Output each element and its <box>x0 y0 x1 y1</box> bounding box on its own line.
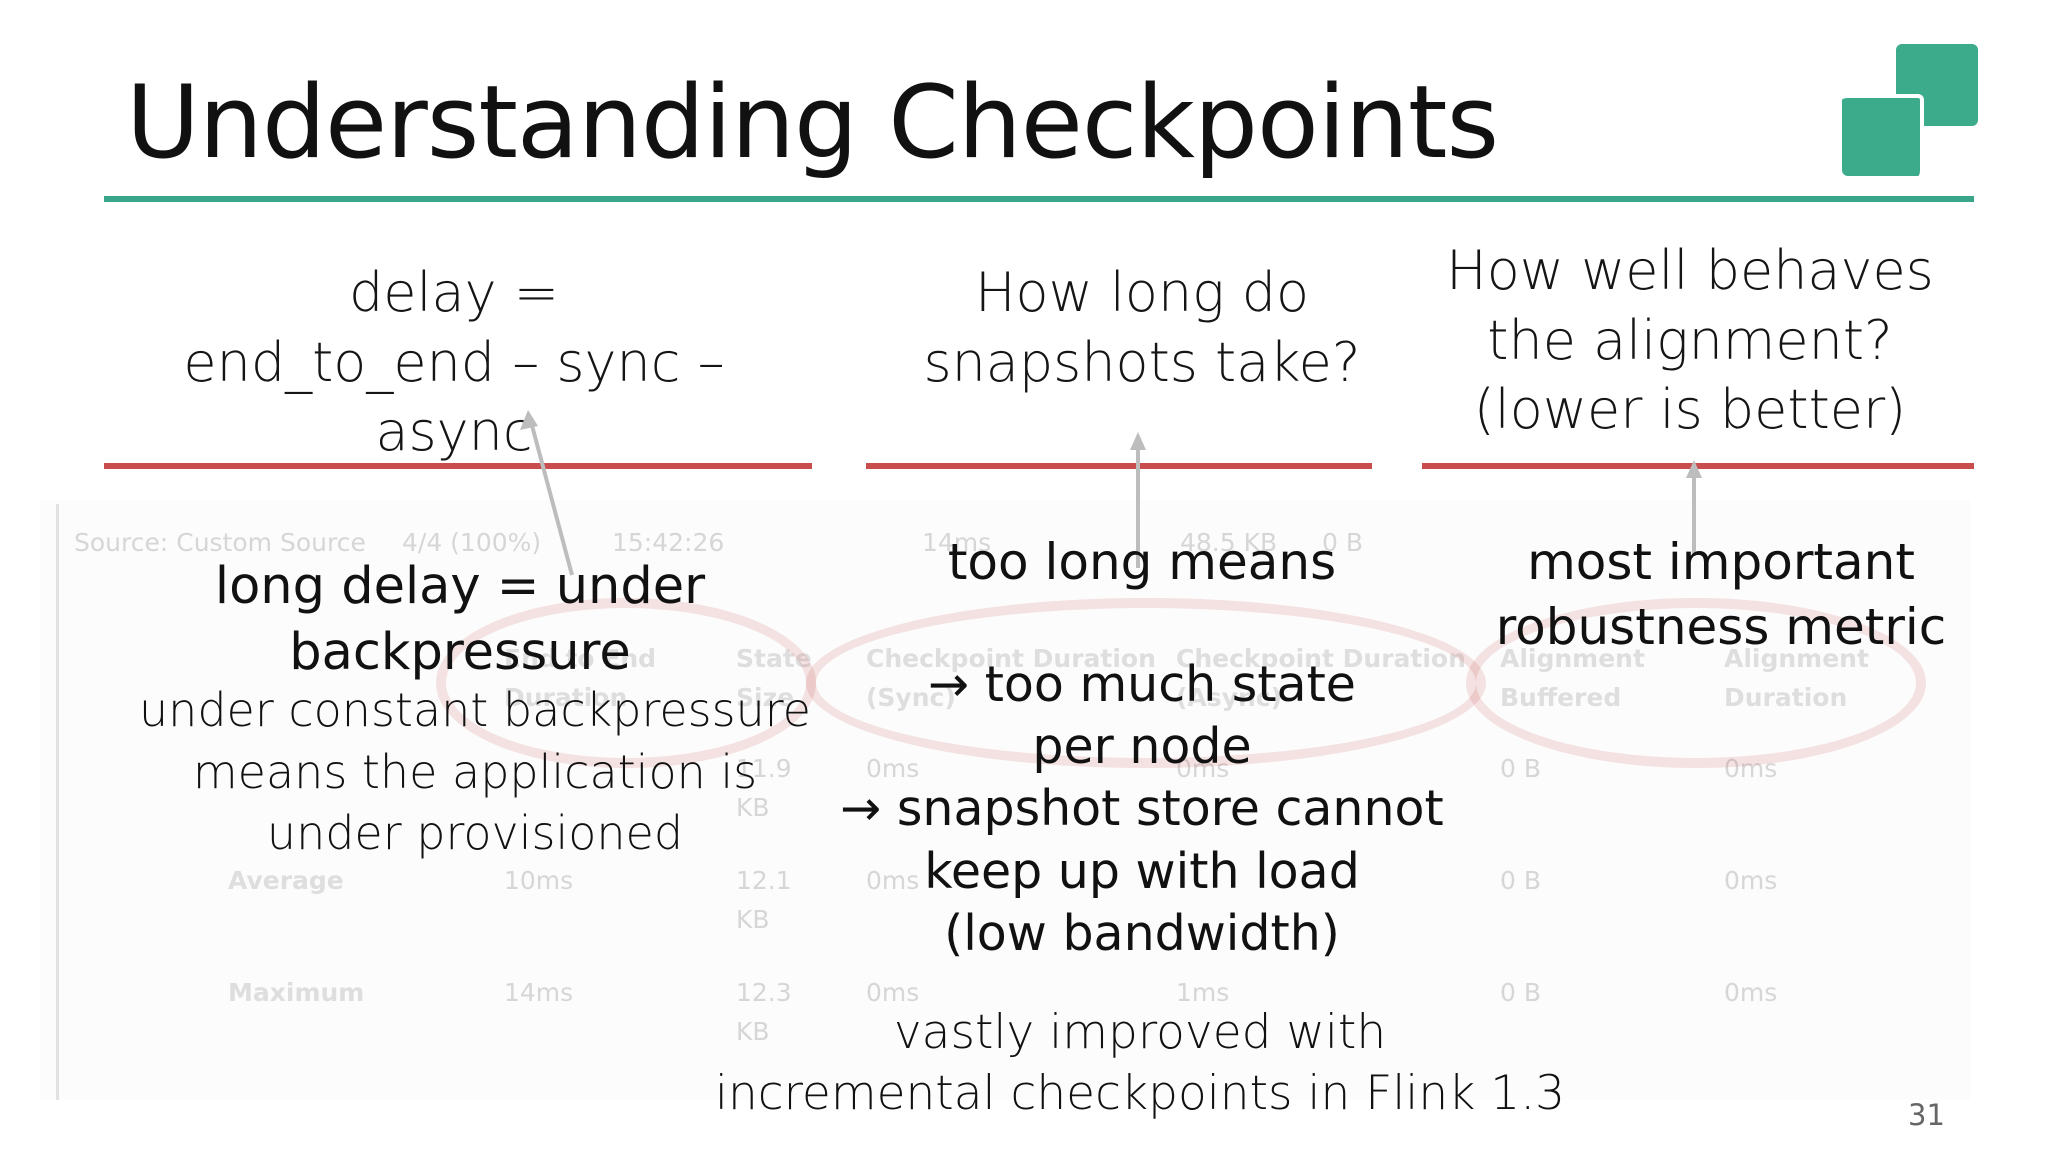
header-alignment-question: How well behaves the alignment? (lower i… <box>1446 239 1934 442</box>
section-rule-alignment <box>1422 463 1974 469</box>
table-cell-buffered: 0 B <box>1322 528 1364 557</box>
table-left-border <box>56 504 59 1100</box>
table-cell-size: 48.5 KB <box>1180 528 1278 557</box>
table-cell-avg-state: 12.1 KB <box>736 866 792 934</box>
header-snapshot-duration: How long do snapshots take? <box>923 261 1361 394</box>
table-cell-avg-duration: 0ms <box>1724 866 1778 895</box>
table-cell-duration: 14ms <box>922 528 992 557</box>
table-cell-max-buffered: 0 B <box>1500 978 1542 1007</box>
table-cell-avg-sync: 0ms <box>866 866 920 895</box>
highlight-ellipse-alignment <box>1466 598 1926 768</box>
incremental-checkpoints-text: vastly improved with incremental checkpo… <box>714 1005 1566 1122</box>
long-delay-text: long delay = under backpressure <box>214 557 706 683</box>
table-cell-max-end-to-end: 14ms <box>504 978 574 1007</box>
header-delay-formula: delay = end_to_end – sync – async <box>183 261 725 464</box>
table-cell-avg-buffered: 0 B <box>1500 866 1542 895</box>
table-cell-max-sync: 0ms <box>866 978 920 1007</box>
section-rule-delay <box>104 463 812 469</box>
table-cell-source: Source: Custom Source <box>74 528 366 557</box>
title-underline <box>104 196 1974 202</box>
table-cell-min-state: 11.9 KB <box>736 754 792 822</box>
table-cell-min-sync: 0ms <box>866 754 920 783</box>
logo-icon <box>1842 44 1978 176</box>
logo-square-front <box>1842 94 1924 176</box>
table-row-label-average: Average <box>228 866 344 895</box>
robustness-metric-text: most important robustness metric <box>1495 533 1947 656</box>
table-cell-time: 15:42:26 <box>612 528 725 557</box>
table-cell-max-async: 1ms <box>1176 978 1230 1007</box>
up-arrow-icon <box>1130 432 1146 568</box>
up-arrow-icon <box>1686 460 1702 556</box>
too-much-state-text: → too much state per node → snapshot sto… <box>840 656 1444 962</box>
table-cell-max-state: 12.3 KB <box>736 978 792 1046</box>
slide-title: Understanding Checkpoints <box>126 63 1499 181</box>
table-cell-max-duration: 0ms <box>1724 978 1778 1007</box>
table-cell-progress: 4/4 (100%) <box>402 528 542 557</box>
up-arrow-icon <box>520 410 574 576</box>
section-rule-snapshots <box>866 463 1372 469</box>
page-number: 31 <box>1908 1098 1945 1132</box>
table-cell-avg-end-to-end: 10ms <box>504 866 574 895</box>
too-long-means-text: too long means <box>947 533 1337 591</box>
table-row-label-maximum: Maximum <box>228 978 365 1007</box>
table-cell-min-buffered: 0 B <box>1500 754 1542 783</box>
backpressure-note-text: under constant backpressure means the ap… <box>139 683 811 861</box>
